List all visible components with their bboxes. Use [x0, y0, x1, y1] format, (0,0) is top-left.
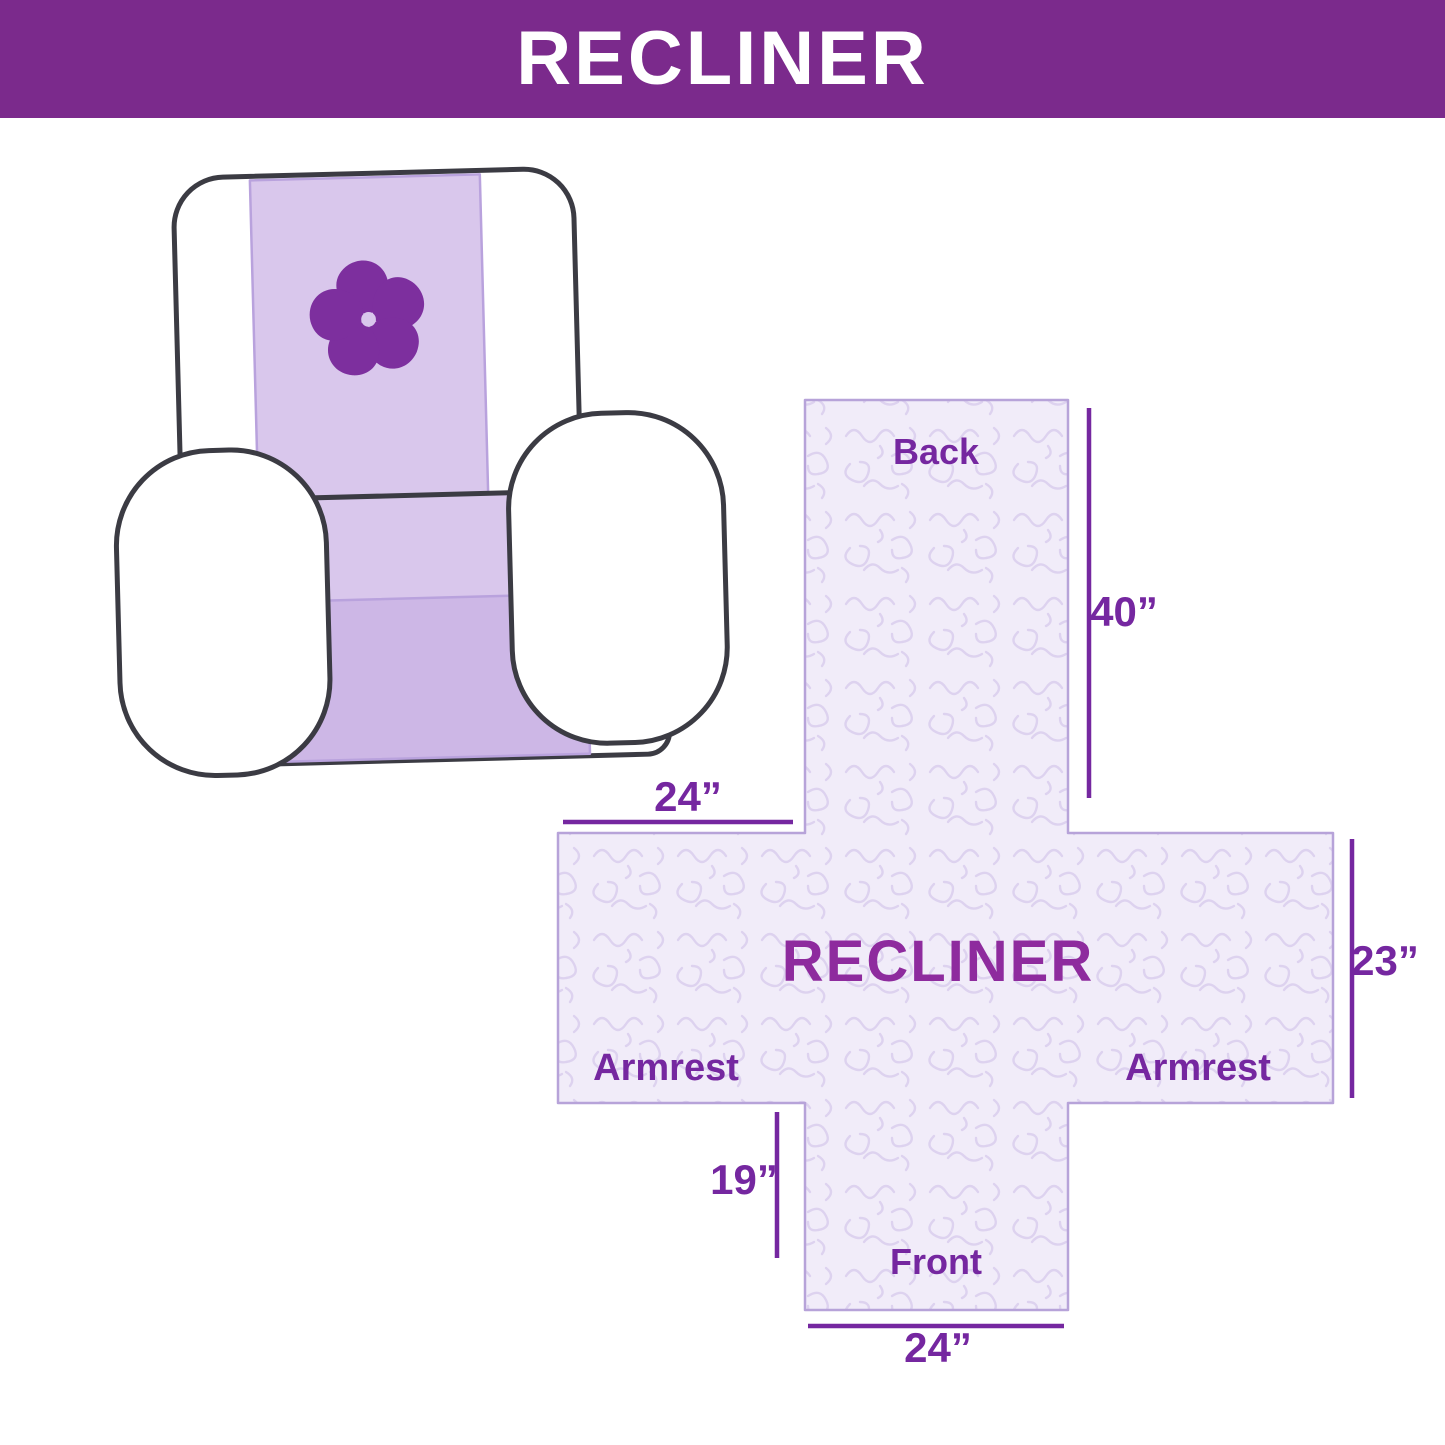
armrest-width-dimension: 24” — [654, 773, 722, 820]
front-length-dimension: 19” — [710, 1156, 778, 1203]
chair-right-armrest — [506, 410, 730, 746]
cover-cross-shape — [556, 398, 1335, 1312]
armrest-left-label: Armrest — [593, 1047, 739, 1089]
back-length-dimension: 40” — [1090, 588, 1158, 635]
front-section-label: Front — [890, 1241, 982, 1282]
recliner-chair-illustration — [113, 166, 730, 778]
back-section-label: Back — [892, 431, 980, 472]
front-width-dimension: 24” — [904, 1324, 972, 1371]
page-title: RECLINER — [516, 16, 929, 101]
cover-center-label: RECLINER — [781, 929, 1095, 994]
dimension-lines — [563, 408, 1355, 1329]
header-banner: RECLINER — [0, 0, 1445, 118]
armrest-depth-dimension: 23” — [1351, 937, 1419, 984]
pinwheel-icon — [309, 260, 424, 376]
chair-left-armrest — [113, 447, 333, 778]
armrest-right-label: Armrest — [1125, 1047, 1271, 1089]
